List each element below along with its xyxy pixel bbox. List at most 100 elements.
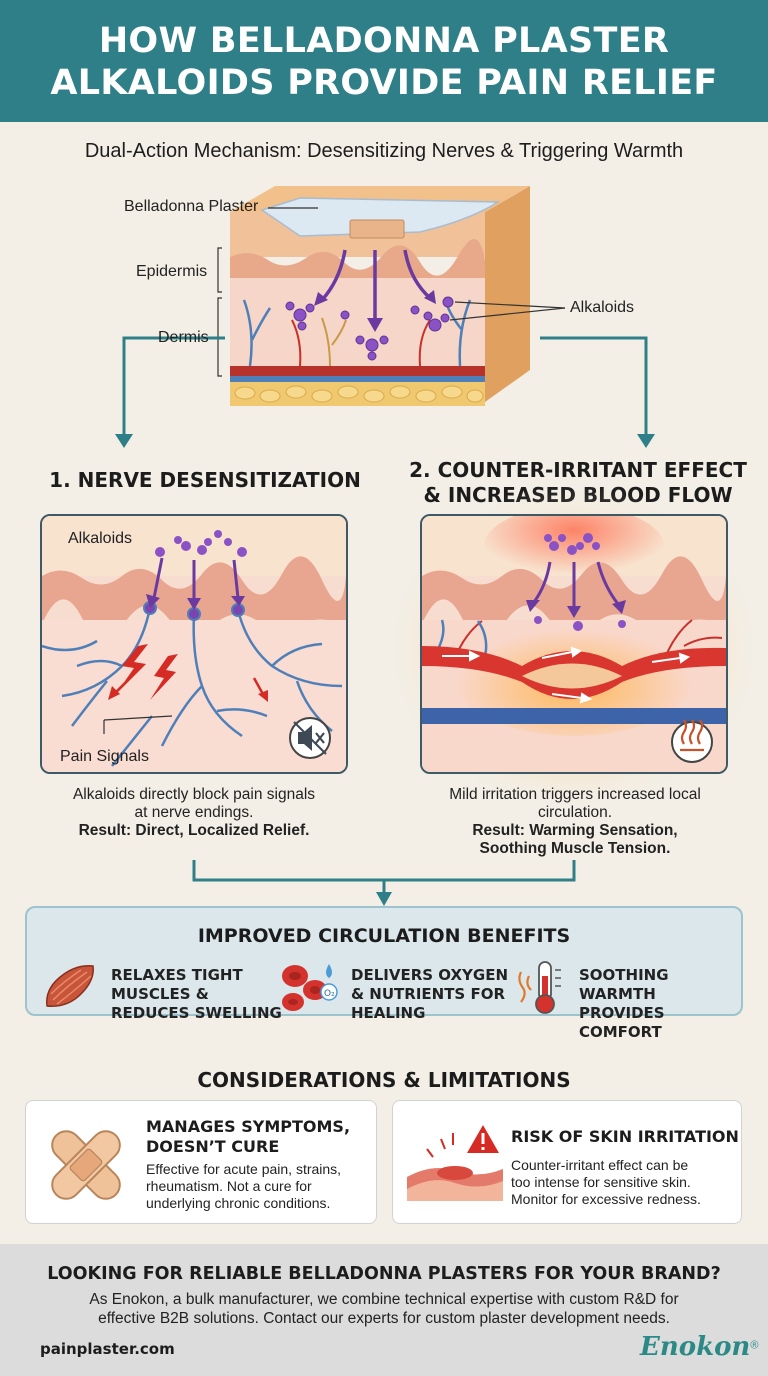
section1-caption: Alkaloids directly block pain signals at… [40,786,348,840]
diffusion-arrows [320,249,432,320]
section2-caption: Mild irritation triggers increased local… [416,786,734,858]
section1-title: 1. NERVE DESENSITIZATION [49,468,361,492]
blood-cells-icon: O₂ [282,964,338,1011]
artery [230,366,485,376]
muscle-icon [46,965,94,1007]
page-title: HOW BELLADONNA PLASTER ALKALOIDS PROVIDE… [0,20,768,104]
mute-icon [289,717,331,759]
benefit-1-line-1: RELAXES TIGHT [111,966,243,984]
brand-name: Enokon [640,1332,751,1362]
panel2-arrows [532,561,620,608]
circulation-benefits-box: IMPROVED CIRCULATION BENEFITS RELAXES TI… [25,906,743,1041]
card1-body: Effective for acute pain, strains, rheum… [146,1161,341,1212]
block-arrowheads [146,594,245,610]
section2-caption-line-2: circulation. [537,804,613,821]
card1-body-line-3: underlying chronic conditions. [146,1195,331,1211]
footer-title: LOOKING FOR RELIABLE BELLADONNA PLASTERS… [47,1264,721,1284]
vein [230,376,485,382]
alkaloid-molecules-panel1 [155,530,247,557]
fat-cells [234,385,484,403]
dermis-layer [230,278,485,366]
skin-irritation-icon [407,1125,503,1201]
section1-caption-line-1: Alkaloids directly block pain signals [72,786,316,803]
nerve-desensitization-panel: Alkaloids Pain Signals [40,514,348,774]
label-plaster: Belladonna Plaster [124,198,259,215]
merge-connector [192,860,576,906]
section2-caption-line-1: Mild irritation triggers increased local [449,786,701,803]
alkaloid-molecules-panel2 [534,533,626,631]
card1-title-line-2: DOESN’T CURE [146,1137,280,1156]
section2-result-line-1: Result: Warming Sensation, [472,822,678,839]
skin-block-side [485,186,530,402]
section2-title-line-1: 2. COUNTER-IRRITANT EFFECT [409,458,747,482]
label-alkaloids: Alkaloids [570,299,635,316]
plaster-sheet [260,197,501,237]
panel2-vein [422,708,726,724]
label-epidermis: Epidermis [136,263,208,280]
card2-body-line-1: Counter-irritant effect can be [511,1157,689,1173]
section1-caption-line-2: at nerve endings. [134,804,254,821]
card1-title-line-1: MANAGES SYMPTOMS, [146,1117,351,1136]
svg-text:O₂: O₂ [324,989,335,999]
card2-title: RISK OF SKIN IRRITATION [511,1127,739,1146]
bandage-icon [51,1130,121,1200]
website-link[interactable]: painplaster.com [40,1340,175,1358]
warning-triangle-icon [467,1125,499,1153]
registered-mark: ® [750,1339,759,1352]
heat-icon [671,719,713,763]
flow-arrowheads [115,434,655,448]
benefit-3-line-3: COMFORT [579,1023,662,1041]
benefit-1-line-2: MUSCLES & [111,985,209,1003]
panel1-label-pain-signals: Pain Signals [60,748,149,765]
footer-body-line-1: As Enokon, a bulk manufacturer, we combi… [89,1291,679,1308]
subtitle: Dual-Action Mechanism: Desensitizing Ner… [84,140,684,162]
diffusion-arrowheads [314,290,436,332]
benefit-2: DELIVERS OXYGEN & NUTRIENTS FOR HEALING [351,966,508,1023]
skin-cross-section-diagram [115,186,655,448]
considerations-title: CONSIDERATIONS & LIMITATIONS [197,1068,571,1092]
blood-flow-illustration [422,516,726,772]
dermis-capillaries [291,319,431,367]
panel1-label-alkaloids: Alkaloids [68,530,133,547]
benefit-3-line-1: SOOTHING WARMTH [579,966,669,1003]
footer-body-line-2: effective B2B solutions. Contact our exp… [98,1310,670,1327]
card2-body: Counter-irritant effect can be too inten… [511,1157,701,1208]
footer: LOOKING FOR RELIABLE BELLADONNA PLASTERS… [0,1244,768,1376]
panel2-arrowheads [526,600,626,618]
footer-body: As Enokon, a bulk manufacturer, we combi… [0,1290,768,1328]
epidermis-wave [230,238,485,280]
title-line-1: HOW BELLADONNA PLASTER [98,21,670,61]
benefit-3: SOOTHING WARMTH PROVIDES COMFORT [579,966,741,1042]
counter-irritant-panel [420,514,728,774]
section1-result: Result: Direct, Localized Relief. [78,822,310,839]
flow-direction-arrows [442,646,691,704]
card-manages-symptoms: MANAGES SYMPTOMS, DOESN’T CURE Effective… [25,1100,377,1224]
block-arrows [152,557,240,602]
dermis-fibers [321,317,347,367]
pain-arrowheads [108,686,268,702]
card2-body-line-3: Monitor for excessive redness. [511,1191,701,1207]
brand-logo: Enokon® [640,1332,758,1362]
label-leaders [217,207,566,377]
benefit-2-line-2: & NUTRIENTS FOR [351,985,506,1003]
alkaloid-molecules [285,296,454,361]
section2-result-line-2: Soothing Muscle Tension. [479,840,671,857]
title-banner: HOW BELLADONNA PLASTER ALKALOIDS PROVIDE… [0,0,768,122]
benefit-1: RELAXES TIGHT MUSCLES & REDUCES SWELLING [111,966,282,1023]
benefits-title: IMPROVED CIRCULATION BENEFITS [197,925,571,947]
label-dermis: Dermis [158,329,209,346]
thermometer-icon [518,961,561,1014]
pain-signal-bolts [116,644,178,700]
card1-body-line-2: rheumatism. Not a cure for [146,1178,312,1194]
nerve-branches [42,607,343,767]
benefit-2-line-1: DELIVERS OXYGEN [351,966,509,984]
title-line-2: ALKALOIDS PROVIDE PAIN RELIEF [50,63,718,103]
benefit-2-line-3: HEALING [351,1004,426,1022]
card-skin-irritation: RISK OF SKIN IRRITATION Counter-irritant… [392,1100,742,1224]
artery-lumen [522,663,622,689]
benefit-1-line-3: REDUCES SWELLING [111,1004,282,1022]
plaster-pad [349,219,405,239]
benefit-3-line-2: PROVIDES [579,1004,665,1022]
card1-title: MANAGES SYMPTOMS, DOESN’T CURE [146,1117,350,1157]
nerve-illustration [42,516,346,772]
